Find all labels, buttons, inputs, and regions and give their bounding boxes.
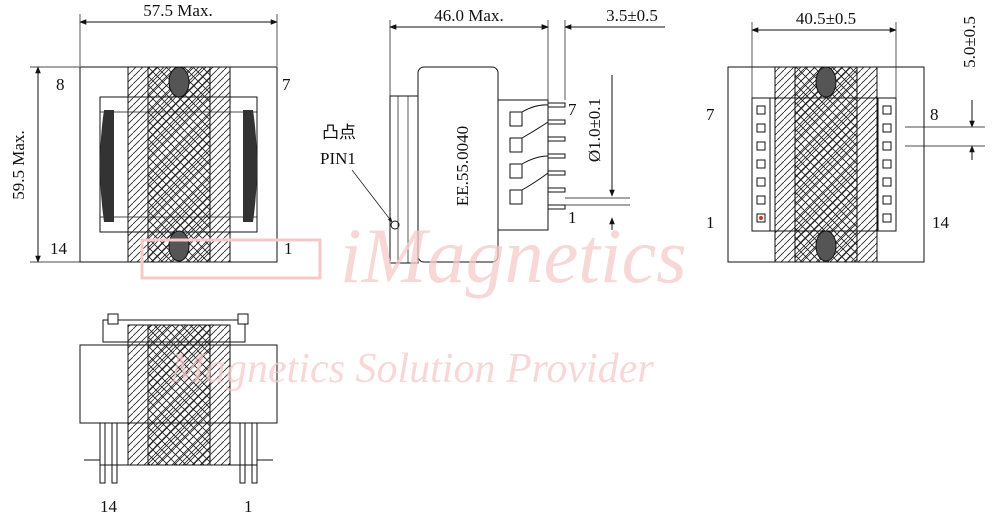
bottom-pin-1: 1 [706,213,715,232]
bottom-pin-7: 7 [706,105,715,124]
side-pin-1: 1 [568,208,577,227]
side-width-dim: 46.0 Max. [434,6,503,25]
pin1-note-cn: 凸点 [322,123,356,142]
pin1-mark [390,220,400,230]
side-view: 46.0 Max. 3.5±0.5 EE.55.0040 7 1 [320,6,665,264]
watermark-brand: iMagnetics [340,212,687,299]
top-pin-8: 8 [56,75,65,94]
pin1-dot [759,216,763,220]
top-pin-7: 7 [282,75,291,94]
bottom-pin-14: 14 [932,213,950,232]
bottom-pin-row-right [882,105,892,223]
right-clip [243,110,257,222]
side-pin-dia-dim: Ø1.0±0.1 [585,98,604,162]
front-view: 14 1 [79,313,278,516]
front-pin-14: 14 [100,497,118,516]
watermark-logo [140,238,322,280]
watermark-tagline: Magnetics Solution Provider [169,346,654,392]
top-view: 57.5 Max. 59.5 Max. 8 7 14 1 [9,1,293,263]
side-pin-7: 7 [568,100,577,119]
side-pin-length-dim: 3.5±0.5 [606,6,658,25]
part-number: EE.55.0040 [453,126,472,206]
bottom-pin-8: 8 [930,105,939,124]
front-pins [84,422,273,484]
top-pin-1: 1 [284,239,293,258]
pin1-note: PIN1 [320,149,356,168]
top-width-dim: 57.5 Max. [143,1,212,20]
bottom-pin-row-left [756,105,766,223]
watermark: iMagnetics Magnetics Solution Provider [140,212,687,392]
bottom-pitch-dim: 5.0±0.5 [960,16,979,68]
bottom-width-dim: 40.5±0.5 [796,9,856,28]
top-height-dim: 59.5 Max. [9,130,28,199]
left-clip [100,110,114,222]
top-pin-14: 14 [50,239,68,258]
side-pins [509,102,566,210]
front-pin-1: 1 [244,497,253,516]
bottom-view: 40.5±0.5 5.0±0.5 [706,9,985,263]
